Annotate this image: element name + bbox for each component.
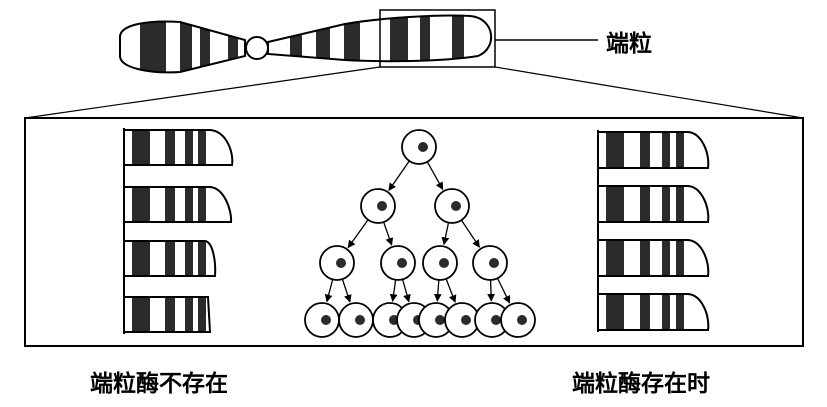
division-arrow [347, 219, 369, 249]
nucleus [418, 142, 428, 152]
chromatid-stack-present [597, 130, 710, 332]
nucleus [321, 315, 331, 325]
telomere-highlight-box [379, 9, 496, 68]
nucleus [451, 201, 461, 211]
telomerase-present-label: 端粒酶存在时 [572, 370, 710, 397]
nucleus [439, 258, 449, 268]
centromere [245, 36, 269, 60]
cell [472, 245, 508, 281]
cell [380, 245, 416, 281]
chromatid-stack-absent [123, 128, 234, 334]
nucleus [336, 258, 346, 268]
chromatid [597, 185, 710, 223]
nucleus [377, 201, 387, 211]
telomere-label: 端粒 [606, 30, 652, 57]
nucleus [435, 315, 445, 325]
cell [444, 302, 480, 338]
cell [500, 302, 536, 338]
cell [434, 188, 470, 224]
nucleus [355, 315, 365, 325]
zoom-line-right [494, 66, 804, 119]
chromosome [119, 14, 493, 74]
cell [304, 302, 340, 338]
nucleus [517, 315, 527, 325]
division-arrow [441, 222, 450, 246]
division-arrow [445, 278, 457, 304]
division-arrow [383, 221, 394, 246]
division-arrow [388, 160, 410, 192]
division-arrow [389, 279, 398, 302]
chromatid [123, 129, 234, 166]
chromatid [597, 293, 710, 331]
detail-panel [24, 117, 804, 347]
division-arrow [324, 279, 334, 303]
nucleus [397, 258, 407, 268]
chromatid [597, 239, 710, 277]
division-arrow [460, 219, 481, 248]
chromatid [597, 131, 710, 169]
division-arrow [433, 279, 442, 302]
division-arrow [426, 161, 444, 191]
cell [418, 302, 454, 338]
cell [422, 245, 458, 281]
chromatid [123, 186, 233, 223]
zoom-line-left [24, 66, 381, 119]
division-arrow [401, 279, 411, 303]
division-arrow [487, 279, 495, 302]
chromatid [123, 296, 212, 333]
nucleus [491, 315, 501, 325]
nucleus [461, 315, 471, 325]
nucleus [489, 258, 499, 268]
cell-division-tree [304, 129, 536, 338]
cell [338, 302, 374, 338]
chromatid [123, 240, 217, 277]
division-arrow [341, 278, 352, 303]
cell [401, 129, 437, 165]
telomerase-absent-label: 端粒酶不存在 [90, 370, 228, 397]
division-arrow [496, 277, 511, 304]
cell [360, 188, 396, 224]
cell [319, 245, 355, 281]
